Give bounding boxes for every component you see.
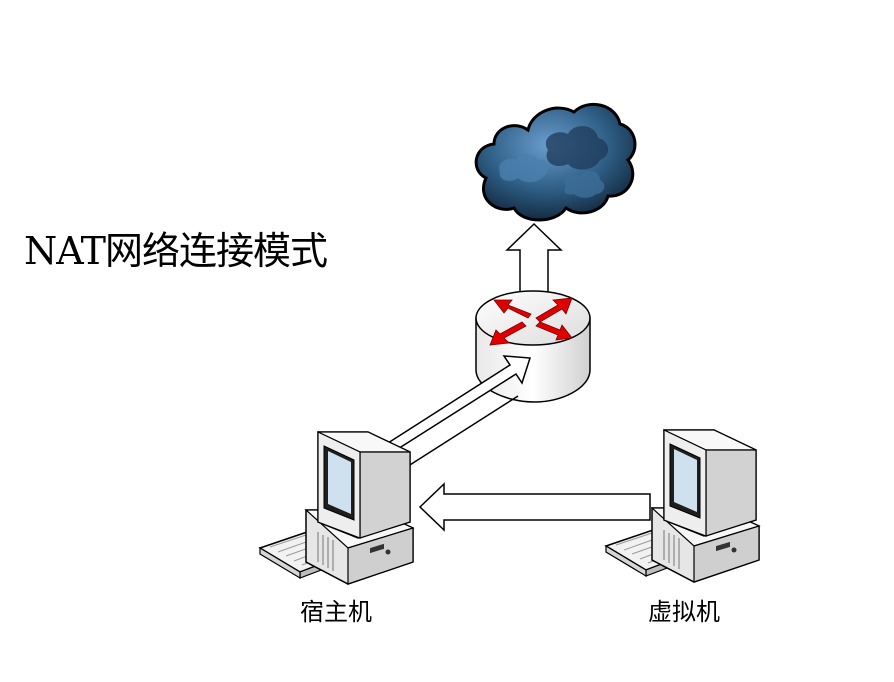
- cloud-icon: [474, 102, 637, 222]
- diagram-title: NAT网络连接模式: [24, 229, 328, 273]
- vm-to-host-arrow: [418, 482, 651, 532]
- host-computer-icon: [259, 431, 414, 585]
- host-to-router-arrow: [387, 355, 532, 471]
- router-to-internet-arrow: [505, 222, 563, 301]
- vm-label: 虚拟机: [648, 598, 720, 626]
- host-label: 宿主机: [300, 598, 372, 626]
